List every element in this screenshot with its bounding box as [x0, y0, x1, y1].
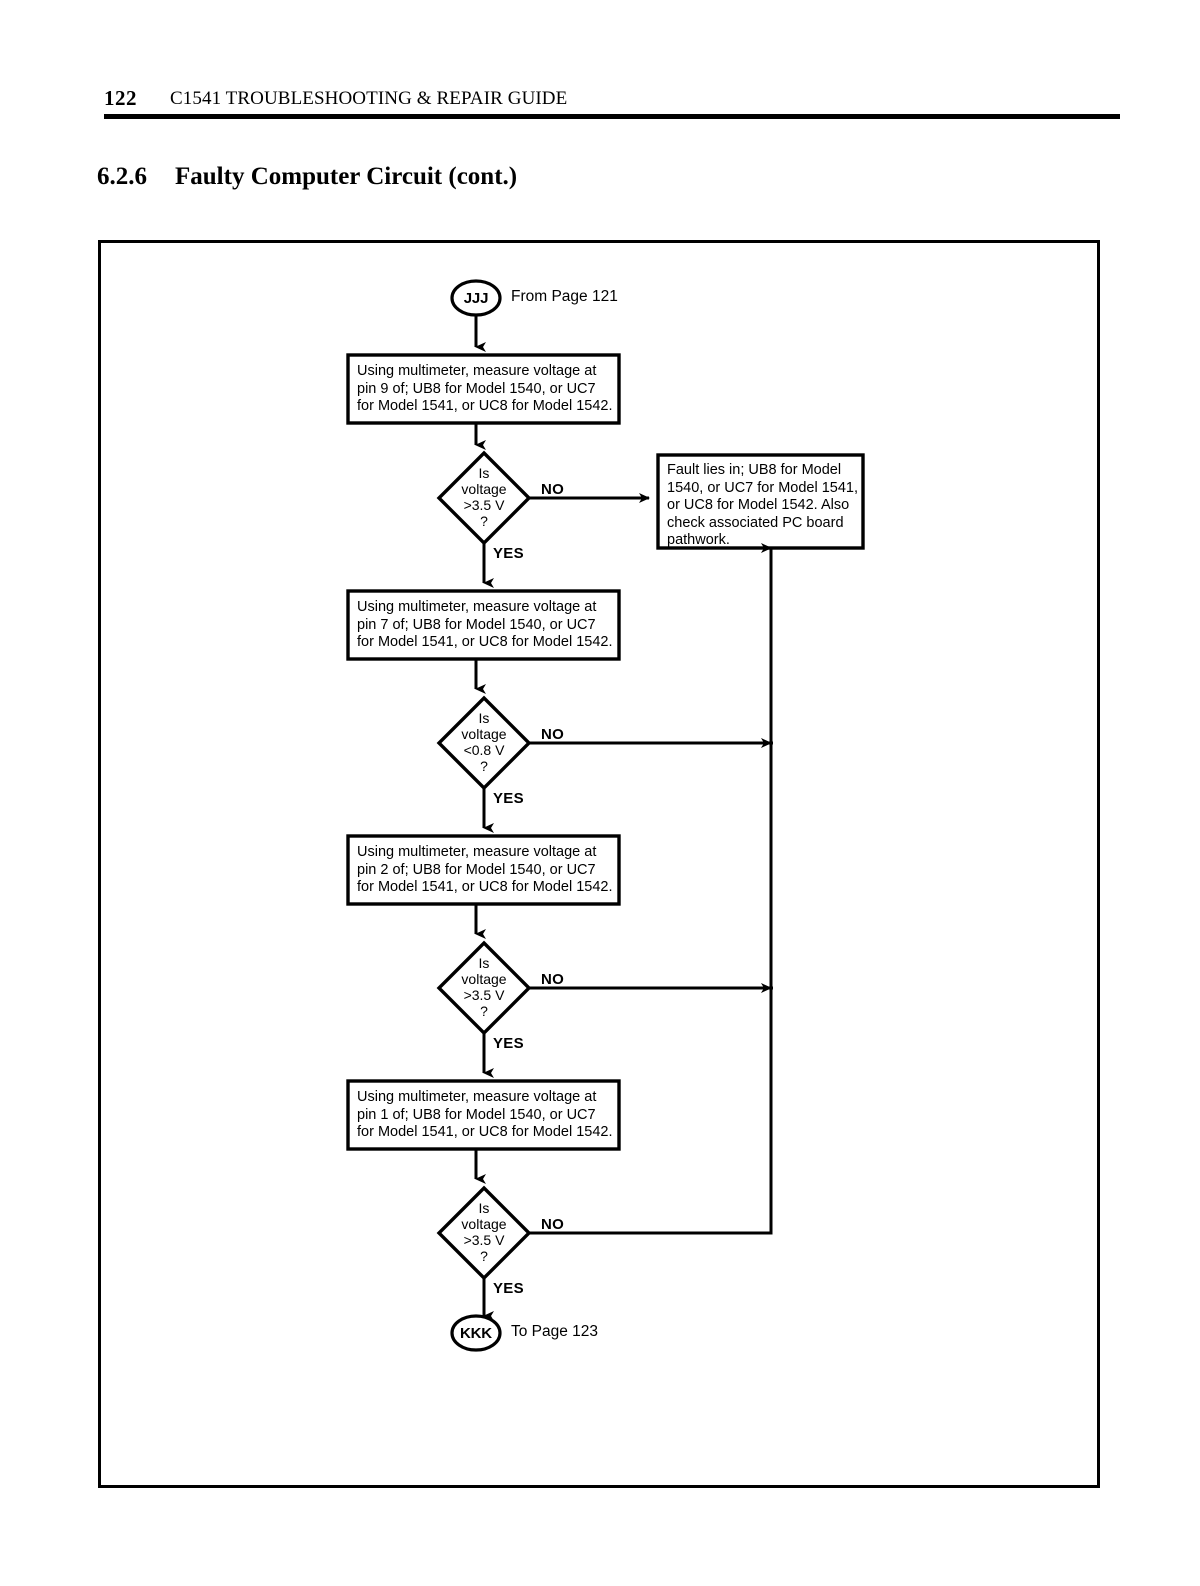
entry-connector-label: From Page 121 — [511, 288, 618, 305]
decision-4-no-label: NO — [541, 1216, 565, 1233]
exit-connector-circle — [450, 1314, 502, 1352]
decision-1-yes-label: YES — [493, 545, 524, 562]
process-box-4-text: Using multimeter, measure voltage at pin… — [357, 1089, 613, 1140]
process-box-2 — [346, 589, 621, 661]
fault-result-box — [656, 453, 865, 550]
decision-diamond-3-text: Is voltage >3.5 V ? — [461, 955, 507, 1019]
decision-1-no-label: NO — [541, 481, 565, 498]
process-box-1-text: Using multimeter, measure voltage at pin… — [357, 363, 613, 414]
decision-2-no-label: NO — [541, 726, 565, 743]
page-number: 122 — [104, 86, 137, 110]
process-box-3-text: Using multimeter, measure voltage at pin… — [357, 844, 613, 895]
decision-4-yes-label: YES — [493, 1280, 524, 1297]
header-divider-rule — [104, 114, 1120, 119]
process-box-1 — [346, 353, 621, 425]
process-box-2-text: Using multimeter, measure voltage at pin… — [357, 599, 613, 650]
section-title: Faulty Computer Circuit (cont.) — [175, 163, 518, 190]
section-heading: 6.2.6 Faulty Computer Circuit (cont.) — [97, 163, 517, 191]
decision-2-yes-label: YES — [493, 790, 524, 807]
exit-connector-tag: KKK — [460, 1325, 492, 1342]
decision-diamond-2-text: Is voltage <0.8 V ? — [461, 710, 507, 774]
decision-diamond-1-text: Is voltage >3.5 V ? — [461, 465, 507, 529]
process-box-4 — [346, 1079, 621, 1151]
process-box-3 — [346, 834, 621, 906]
decision-3-yes-label: YES — [493, 1035, 524, 1052]
section-number: 6.2.6 — [97, 163, 147, 190]
flowchart-frame: JJJ From Page 121 Using multimeter, meas… — [98, 240, 1100, 1488]
flowchart-canvas — [346, 279, 865, 1352]
page-running-head: 122 C1541 TROUBLESHOOTING & REPAIR GUIDE — [104, 86, 1120, 124]
entry-connector-circle — [450, 279, 502, 317]
decision-diamond-4-text: Is voltage >3.5 V ? — [461, 1200, 507, 1264]
header-title: C1541 TROUBLESHOOTING & REPAIR GUIDE — [170, 88, 568, 109]
decision-3-no-label: NO — [541, 971, 565, 988]
fault-result-box-text: Fault lies in; UB8 for Model 1540, or UC… — [667, 462, 859, 548]
entry-connector-tag: JJJ — [463, 290, 489, 307]
exit-connector-label: To Page 123 — [511, 1323, 599, 1340]
